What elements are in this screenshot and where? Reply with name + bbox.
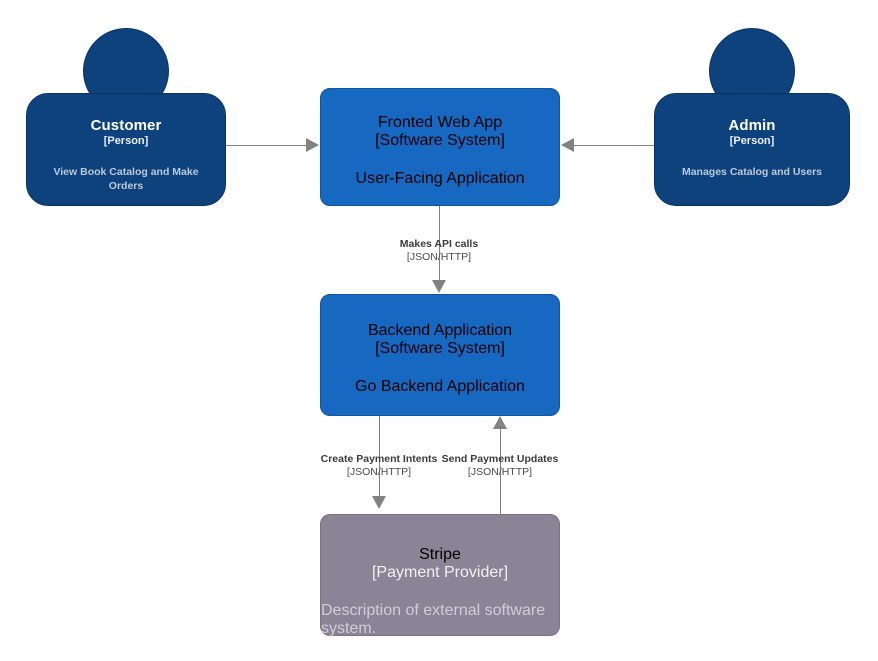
connector-admin-to-frontend-arrowhead	[561, 138, 574, 152]
connector-backend-to-stripe-label-text: Create Payment Intents	[320, 453, 438, 465]
connector-frontend-to-backend-label: Makes API calls [JSON/HTTP]	[339, 238, 539, 264]
admin-subtitle: [Person]	[729, 135, 775, 148]
frontend-subtitle: [Software System]	[375, 132, 505, 149]
connector-frontend-to-backend-line	[439, 206, 440, 282]
connector-frontend-to-backend-arrowhead	[432, 280, 446, 293]
connector-frontend-to-backend-label-text: Makes API calls	[399, 238, 479, 250]
admin-person-body: Admin [Person] Manages Catalog and Users	[654, 93, 850, 206]
connector-backend-to-stripe-line	[379, 416, 380, 496]
connector-frontend-to-backend-technology: [JSON/HTTP]	[406, 251, 472, 264]
node-admin[interactable]: Admin [Person] Manages Catalog and Users	[654, 28, 850, 206]
customer-person-body: Customer [Person] View Book Catalog and …	[26, 93, 226, 206]
customer-subtitle: [Person]	[103, 135, 149, 148]
backend-description: Go Backend Application	[355, 378, 525, 395]
connector-admin-to-frontend-line	[574, 145, 654, 146]
customer-description: View Book Catalog and Make Orders	[53, 166, 199, 192]
connector-stripe-to-backend-line	[500, 429, 501, 514]
connector-backend-to-stripe-technology: [JSON/HTTP]	[346, 466, 412, 479]
admin-title: Admin	[728, 117, 776, 134]
connector-backend-to-stripe-arrowhead	[372, 496, 386, 509]
stripe-subtitle: [Payment Provider]	[371, 564, 509, 581]
connector-customer-to-frontend-arrowhead	[306, 138, 319, 152]
frontend-title: Fronted Web App	[377, 114, 503, 131]
connector-backend-to-stripe-label: Create Payment Intents [JSON/HTTP]	[279, 453, 479, 479]
backend-subtitle: [Software System]	[375, 340, 505, 357]
node-stripe[interactable]: Stripe [Payment Provider] Description of…	[320, 514, 560, 637]
backend-title: Backend Application	[367, 322, 513, 339]
stripe-description: Description of external software system.	[321, 602, 546, 637]
node-frontend-web-app[interactable]: Fronted Web App [Software System] User-F…	[320, 88, 560, 206]
node-backend-application[interactable]: Backend Application [Software System] Go…	[320, 294, 560, 416]
connector-stripe-to-backend-label-text: Send Payment Updates	[441, 453, 559, 465]
connector-stripe-to-backend-label: Send Payment Updates [JSON/HTTP]	[400, 453, 600, 479]
node-customer[interactable]: Customer [Person] View Book Catalog and …	[26, 28, 226, 206]
customer-title: Customer	[90, 117, 162, 134]
stripe-title: Stripe	[419, 546, 461, 563]
connector-stripe-to-backend-arrowhead	[493, 416, 507, 429]
admin-description: Manages Catalog and Users	[681, 166, 823, 178]
connector-stripe-to-backend-technology: [JSON/HTTP]	[467, 466, 533, 479]
frontend-description: User-Facing Application	[355, 170, 525, 187]
connector-customer-to-frontend-line	[226, 145, 308, 146]
